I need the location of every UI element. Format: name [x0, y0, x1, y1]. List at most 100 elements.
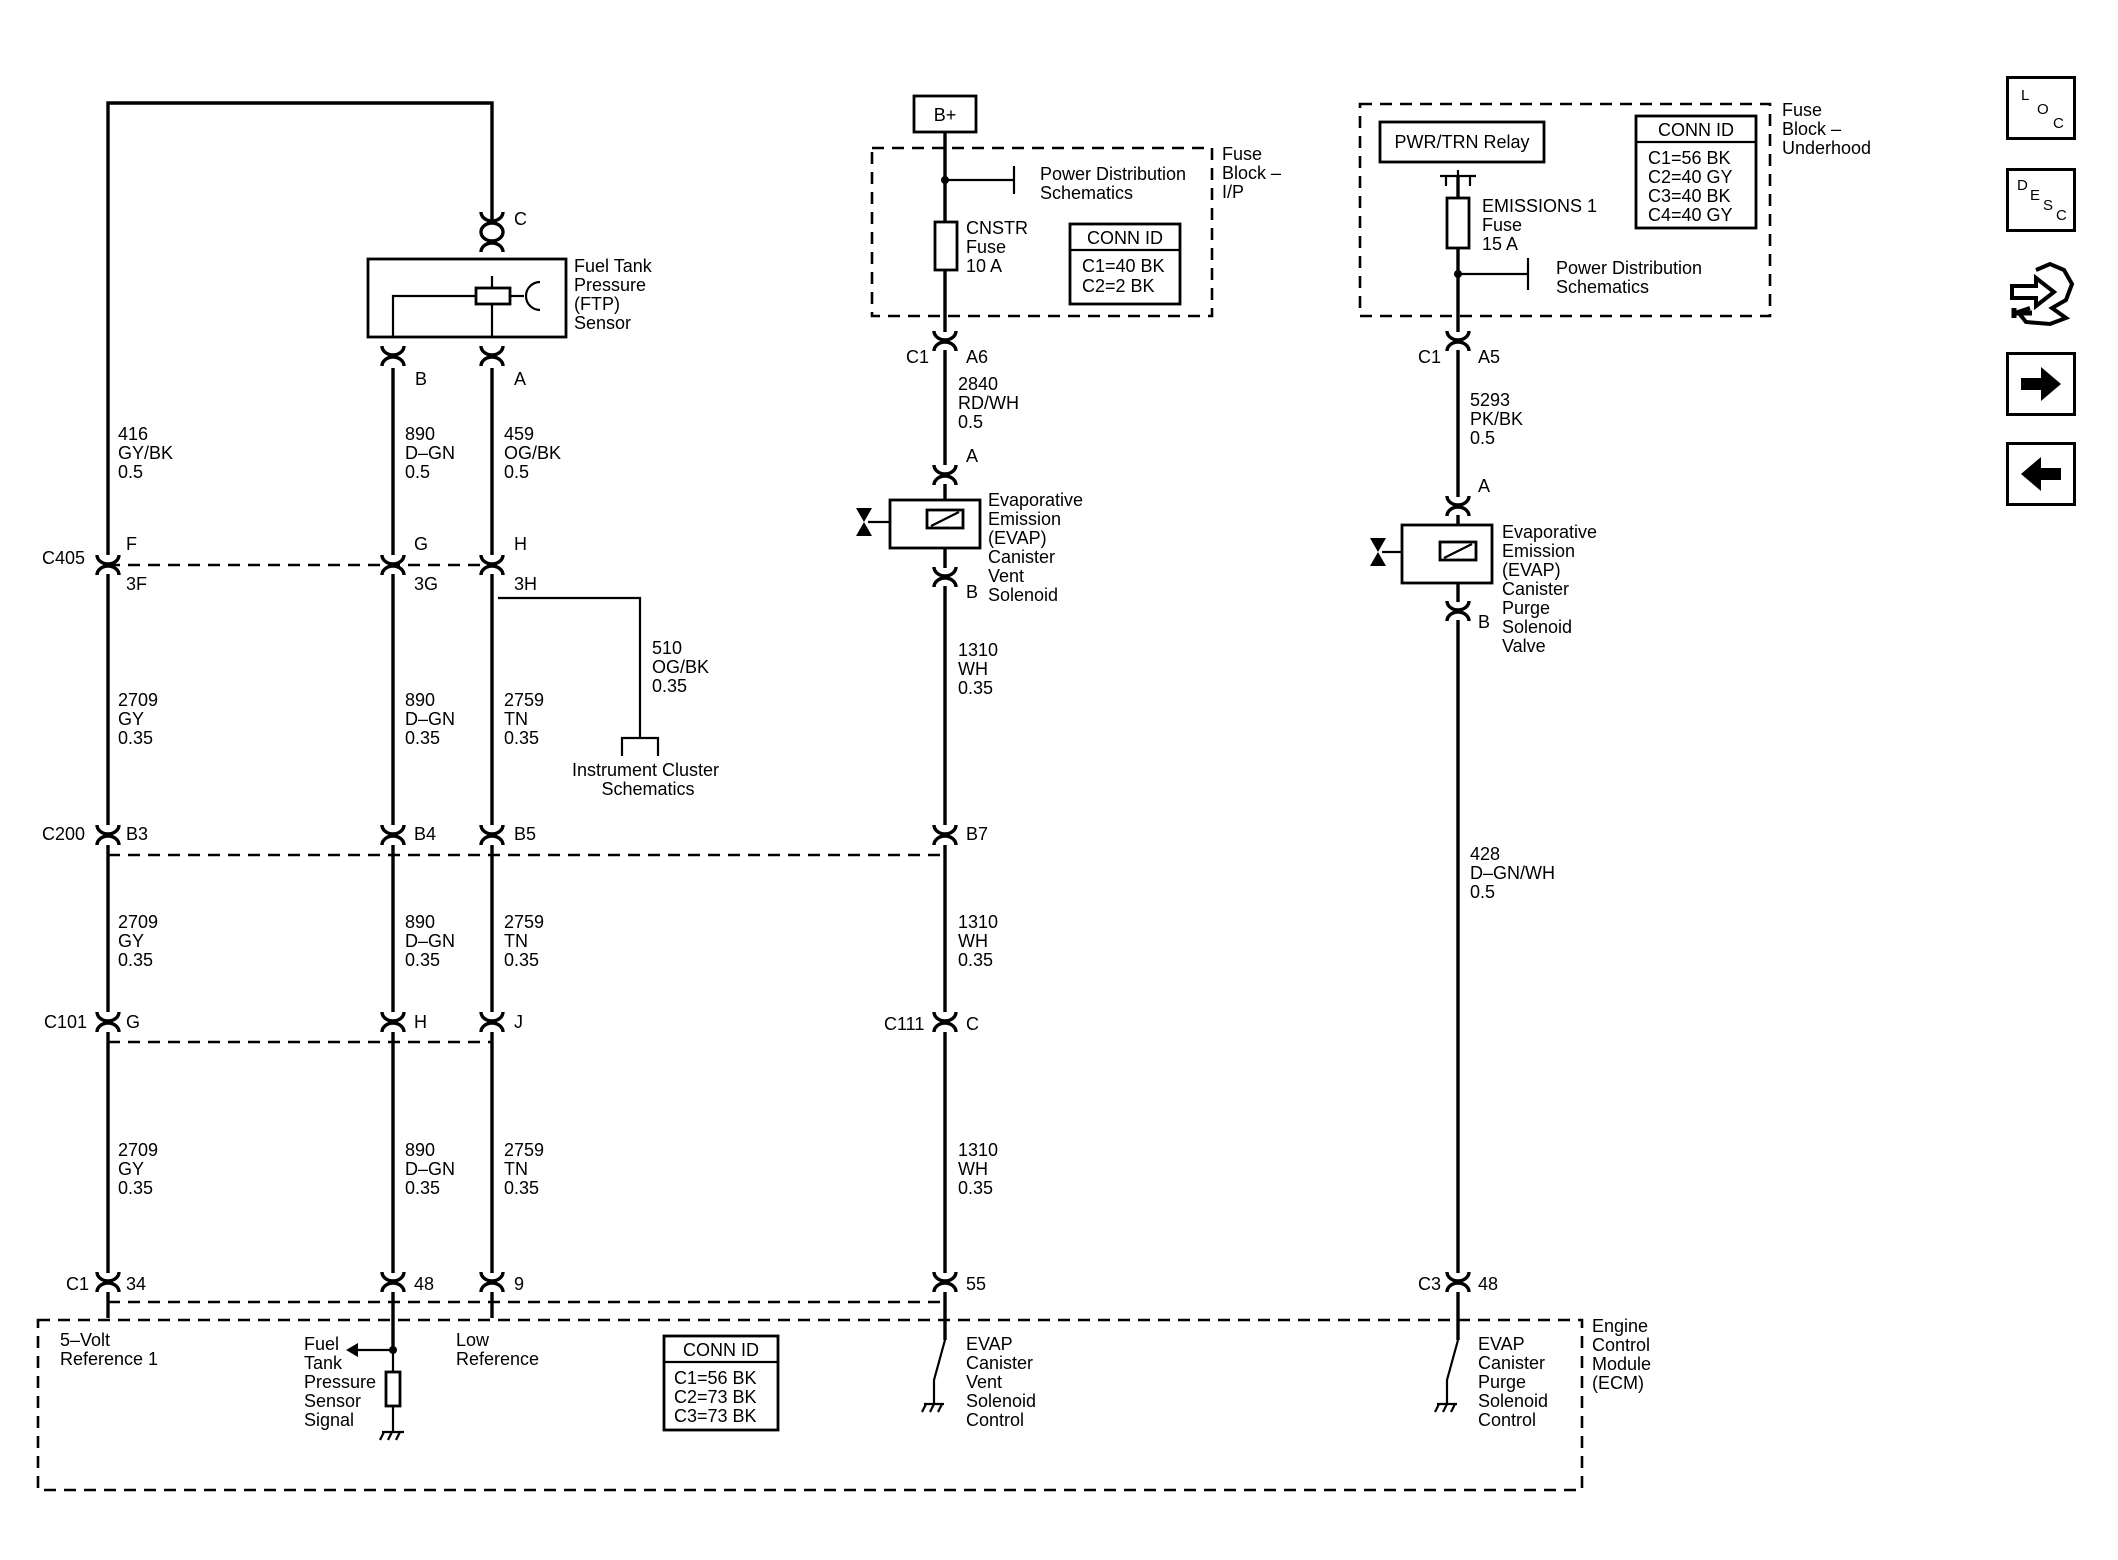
connector-pin-symbol — [380, 1011, 406, 1033]
ftp-sensor-label: Fuel Tank Pressure (FTP) Sensor — [574, 256, 657, 333]
connector-c1-ip-label: C1 — [906, 347, 929, 367]
ecm-title: Engine Control Module (ECM) — [1592, 1316, 1656, 1393]
svg-text:C2=40 GY: C2=40 GY — [1648, 167, 1733, 187]
previous-page-button[interactable] — [2006, 442, 2076, 506]
svg-text:B5: B5 — [514, 824, 536, 844]
instrument-cluster-reference[interactable]: Instrument Cluster Schematics — [572, 736, 724, 799]
power-distribution-link-uh[interactable]: Power Distribution Schematics — [1556, 258, 1707, 297]
connector-dash-lines — [108, 563, 945, 1304]
desc-letter: S — [2043, 197, 2054, 214]
svg-text:B3: B3 — [126, 824, 148, 844]
connector-c405-label: C405 — [42, 548, 85, 568]
cnstr-fuse-label: CNSTR Fuse 10 A — [966, 218, 1033, 276]
description-button[interactable]: D E S C — [2006, 168, 2076, 232]
ftp-pin-c-symbol — [479, 231, 505, 253]
loc-letter: C — [2053, 115, 2064, 132]
svg-text:C1=56 BK: C1=56 BK — [674, 1368, 757, 1388]
connector-pin-symbol — [932, 566, 958, 588]
connector-symbols — [95, 211, 1471, 1293]
connector-c200-label: C200 — [42, 824, 85, 844]
svg-text:C3=73 BK: C3=73 BK — [674, 1406, 757, 1426]
svg-text:B+: B+ — [934, 105, 957, 125]
connector-pin-symbol — [479, 1011, 505, 1033]
svg-text:PWR/TRN Relay: PWR/TRN Relay — [1394, 132, 1529, 152]
battery-positive-label: B+ — [912, 94, 978, 134]
connector-pin-symbol — [932, 330, 958, 352]
system-overview-icon[interactable] — [2006, 256, 2076, 332]
svg-text:A: A — [1478, 476, 1490, 496]
fuse-block-underhood-title: Fuse Block – Underhood — [1782, 100, 1871, 158]
connector-pin-symbol — [1445, 1271, 1471, 1293]
connector-pin-symbol — [479, 1271, 505, 1293]
connector-pin-symbol — [95, 1011, 121, 1033]
svg-text:F: F — [126, 534, 137, 554]
desc-letter: E — [2030, 187, 2041, 204]
connector-c1-uh-label: C1 — [1418, 347, 1441, 367]
connector-pin-symbol — [479, 824, 505, 846]
svg-text:H: H — [414, 1012, 427, 1032]
connector-pin-symbol — [380, 554, 406, 576]
svg-text:A: A — [966, 446, 978, 466]
evap-vent-solenoid-label: Evaporative Emission (EVAP) Canister Ven… — [988, 490, 1088, 605]
connector-pin-symbol — [1445, 600, 1471, 622]
svg-text:C4=40 GY: C4=40 GY — [1648, 205, 1733, 225]
connector-pin-symbol — [932, 464, 958, 486]
svg-text:34: 34 — [126, 1274, 146, 1294]
connector-labels: C405 F G H 3F 3G 3H C200 B3 B4 B5 B7 C10… — [42, 347, 1500, 1294]
connector-pin-symbol — [932, 1011, 958, 1033]
fuse-block-underhood: Fuse Block – Underhood PWR/TRN Relay CON… — [1358, 100, 1871, 318]
svg-text:C2=73 BK: C2=73 BK — [674, 1387, 757, 1407]
fuse-ip-conn-id-box — [1068, 222, 1182, 306]
svg-text:C1=56 BK: C1=56 BK — [1648, 148, 1731, 168]
vent-driver-switch-icon — [932, 1339, 947, 1404]
svg-text:CONN ID: CONN ID — [1087, 228, 1163, 248]
next-page-button[interactable] — [2006, 352, 2076, 416]
svg-text:9: 9 — [514, 1274, 524, 1294]
fuse-block-ip: Fuse Block – I/P Power Distribution Sche… — [870, 144, 1281, 318]
connector-ecm-c1-label: C1 — [66, 1274, 89, 1294]
emissions-fuse-icon — [1445, 196, 1471, 250]
svg-text:C1=40 BK: C1=40 BK — [1082, 256, 1165, 276]
svg-text:B: B — [1478, 612, 1490, 632]
svg-text:C3=40 BK: C3=40 BK — [1648, 186, 1731, 206]
svg-text:A5: A5 — [1478, 347, 1500, 367]
connector-pin-symbol — [380, 345, 406, 367]
svg-text:C2=2 BK: C2=2 BK — [1082, 276, 1155, 296]
emissions-fuse-label: EMISSIONS 1 Fuse 15 A — [1482, 196, 1602, 254]
ecm-5v-reference-label: 5–Volt Reference 1 — [60, 1330, 158, 1369]
ecm-conn-id-box — [662, 1334, 780, 1432]
location-button[interactable]: L O C — [2006, 76, 2076, 140]
loc-letter: O — [2037, 101, 2049, 118]
loc-letter: L — [2021, 87, 2030, 104]
purge-driver-switch-icon — [1445, 1339, 1460, 1404]
power-distribution-link[interactable]: Power Distribution Schematics — [1040, 164, 1191, 203]
connector-pin-symbol — [932, 1271, 958, 1293]
svg-text:55: 55 — [966, 1274, 986, 1294]
connector-pin-symbol — [380, 1271, 406, 1293]
svg-text:B7: B7 — [966, 824, 988, 844]
svg-text:48: 48 — [414, 1274, 434, 1294]
ecm-vent-control-label: EVAP Canister Vent Solenoid Control — [966, 1334, 1041, 1430]
desc-letter: C — [2056, 207, 2067, 224]
svg-text:CONN ID: CONN ID — [1658, 120, 1734, 140]
cnstr-fuse-icon — [933, 220, 959, 272]
ground-icon — [379, 1430, 404, 1441]
connector-pin-symbol — [380, 824, 406, 846]
ftp-sensor: Fuel Tank Pressure (FTP) Sensor C B A — [366, 209, 657, 389]
